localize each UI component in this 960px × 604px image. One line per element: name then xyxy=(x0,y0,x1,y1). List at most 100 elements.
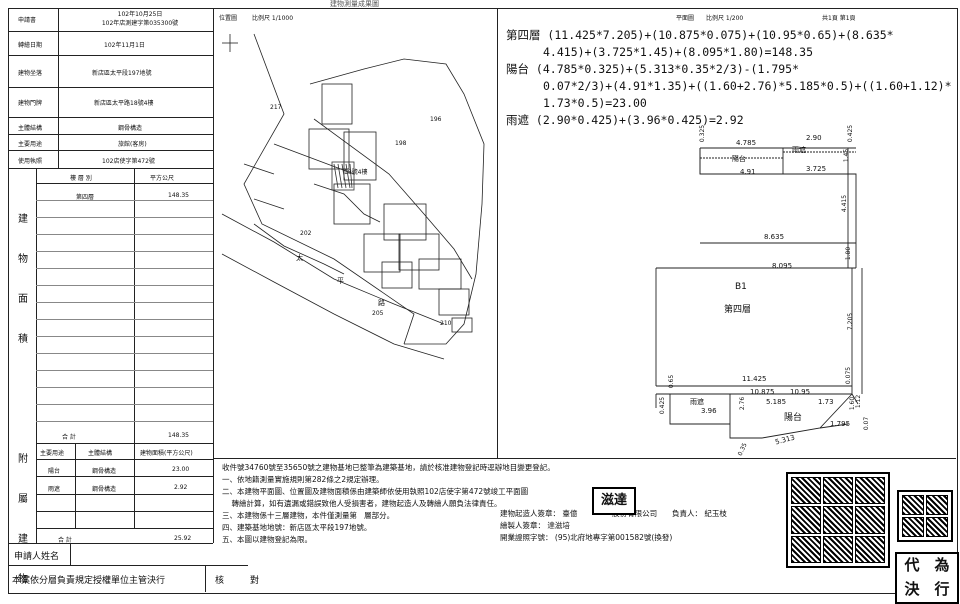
area-grid-rule xyxy=(36,336,213,337)
road-char-1: 太 xyxy=(296,254,303,262)
area-total-value: 148.35 xyxy=(168,432,189,439)
dim-11425: 11.425 xyxy=(742,375,767,383)
site-lot-210: 210 xyxy=(440,320,452,327)
dim-8095: 8.095 xyxy=(772,262,793,270)
annex-area-1: 23.00 xyxy=(172,466,190,473)
road-char-3: 路 xyxy=(378,299,385,307)
dim-5185: 5.185 xyxy=(766,398,787,406)
row-value-license: 102店使字第472號 xyxy=(102,158,155,165)
site-lot-196: 196 xyxy=(430,116,442,123)
dim-0425-top: 0.425 xyxy=(847,124,855,143)
note-line-5: 四、建築基地地號：新店區太平段197地號。 xyxy=(222,523,372,532)
note-line-3: 轉繪計算，如有遺漏或錯誤致他人受損害者，建物起造人及轉繪人願負法律責任。 xyxy=(222,499,502,508)
row-value-draw-date: 102年11月1日 xyxy=(104,42,145,49)
annex-total-value: 25.92 xyxy=(174,535,192,542)
unit-b1-label: B1 xyxy=(735,282,747,292)
top-title: 建物測量成果圖 xyxy=(330,0,379,8)
formula-line-3: 陽台 (4.785*0.325)+(5.313*0.35*2/3)-(1.795… xyxy=(506,62,800,76)
site-plan-drawing xyxy=(221,33,485,360)
area-grid-rule xyxy=(36,285,213,286)
building-area-side-label: 建 物 面 積 xyxy=(18,214,28,345)
dim-0425-bottom: 0.425 xyxy=(659,396,667,415)
area-grid-rule xyxy=(36,251,213,252)
dim-276: 2.76 xyxy=(739,396,747,411)
builder-name: 臺億 xyxy=(562,509,578,518)
area-header-layer: 樓 層 別 xyxy=(70,175,92,182)
annex-area-2: 2.92 xyxy=(174,484,188,491)
site-target-unit-label: 18號4樓 xyxy=(344,169,368,176)
site-plan-title: 位置圖 xyxy=(219,15,238,22)
left-table xyxy=(8,8,214,543)
annex-struct-2: 鋼骨構造 xyxy=(92,486,117,493)
owner-label: 負責人： xyxy=(671,509,702,518)
cert-label: 開業證照字號： xyxy=(500,533,553,542)
note-line-2: 二、本建物平面圖、位置圖及建物面積係由建築師依使用執照102店使字第472號竣工… xyxy=(222,487,529,496)
area-header-unit: 平方公尺 xyxy=(150,175,175,182)
site-lot-198: 198 xyxy=(395,140,407,147)
canopy-bottom-label: 雨遮 xyxy=(690,398,704,406)
footer-check: 核 xyxy=(215,576,225,586)
footer-pair: 對 xyxy=(250,576,260,586)
dim-1095: 10.95 xyxy=(790,388,811,396)
row-value-structure: 鋼骨構造 xyxy=(118,125,143,132)
area-grid-rule xyxy=(36,302,213,303)
site-lot-205: 205 xyxy=(372,310,384,317)
canopy-top-label: 雨遮 xyxy=(792,146,806,154)
formula-line-5: 1.73*0.5)=23.00 xyxy=(543,96,647,110)
area-grid-rule xyxy=(36,217,213,218)
site-lot-202: 202 xyxy=(300,230,312,237)
dim-491: 4.91 xyxy=(740,168,756,176)
road-char-2: 平 xyxy=(337,277,344,285)
dim-145: 1.45 xyxy=(843,148,851,163)
area-formulas: 第四層 (11.425*7.205)+(10.875*0.075)+(10.95… xyxy=(506,27,952,129)
owner-name: 紀玉枝 xyxy=(704,509,727,518)
floor-area-label: 第四層 xyxy=(724,305,752,315)
dim-8635: 8.635 xyxy=(764,233,785,241)
balcony-top-label: 陽台 xyxy=(732,155,746,163)
note-line-4: 三、本建物係十三層建物，本件僅測量第 層部分。 xyxy=(222,511,395,520)
area-grid-rule xyxy=(36,200,213,201)
dim-3725: 3.725 xyxy=(806,165,827,173)
drafter-name: 達滋培 xyxy=(547,521,570,530)
floor-plan-scale: 比例尺 1/200 xyxy=(706,15,744,22)
floor-plan-drawing xyxy=(655,147,863,439)
annex-header-area: 建物面積(平方公尺) xyxy=(140,450,193,457)
formula-line-4: 0.07*2/3)+(4.91*1.35)+((1.60+2.76)*5.185… xyxy=(543,79,952,93)
dim-396: 3.96 xyxy=(701,407,717,415)
drafter-sign-label: 繪製人簽章： xyxy=(500,521,545,530)
row-label-structure: 主體結構 xyxy=(18,125,43,132)
annex-side-label: 附 屬 建 物 xyxy=(18,454,28,585)
row-value-address: 新店區太平路18號4樓 xyxy=(94,100,154,107)
notes-block: 收件號34760號至35650號之建物基地已整筆為建築基地，請於核准建物登記時逕… xyxy=(222,462,555,546)
site-plan-scale: 比例尺 1/1000 xyxy=(252,15,294,22)
area-grid-rule xyxy=(36,387,213,388)
dim-4785: 4.785 xyxy=(736,139,757,147)
row-value-usage: 旅館(客房) xyxy=(118,141,147,148)
dim-0325: 0.325 xyxy=(699,124,707,143)
dim-112: 1.12 xyxy=(855,394,863,409)
row-label-license: 使用執照 xyxy=(18,158,43,165)
page-counter: 共1頁 第1頁 xyxy=(822,15,856,22)
area-total-label: 合 計 xyxy=(62,434,76,441)
annex-use-1: 陽台 xyxy=(48,468,61,475)
outer-frame xyxy=(8,8,958,594)
approval-seal: 代為 決行 xyxy=(895,552,959,604)
area-grid-rule xyxy=(36,404,213,405)
site-lot-217: 217 xyxy=(270,104,282,111)
area-grid-rule xyxy=(36,421,213,422)
note-line-0: 收件號34760號至35650號之建物基地已整筆為建築基地，請於核准建物登記時逕… xyxy=(222,463,555,472)
annex-use-2: 雨遮 xyxy=(48,486,61,493)
dim-10875: 10.875 xyxy=(750,388,775,396)
balcony-bottom-label: 陽台 xyxy=(784,413,803,423)
dim-7205: 7.205 xyxy=(847,312,855,331)
dim-065: 0.65 xyxy=(668,374,676,389)
formula-line-2: 4.415)+(3.725*1.45)+(8.095*1.80)=148.35 xyxy=(543,45,814,59)
dim-1795: 1.795 xyxy=(830,420,851,428)
formula-line-6: 雨遮 (2.90*0.425)+(3.96*0.425)=2.92 xyxy=(506,113,744,127)
cert-number: (95)北府地專字第001582號(換發) xyxy=(554,533,673,542)
dim-173: 1.73 xyxy=(818,398,834,406)
dim-0075: 0.075 xyxy=(845,366,853,385)
applicant-name-label: 申請人姓名 xyxy=(14,552,60,562)
dim-290: 2.90 xyxy=(806,134,822,142)
dim-180: 1.80 xyxy=(845,246,853,261)
